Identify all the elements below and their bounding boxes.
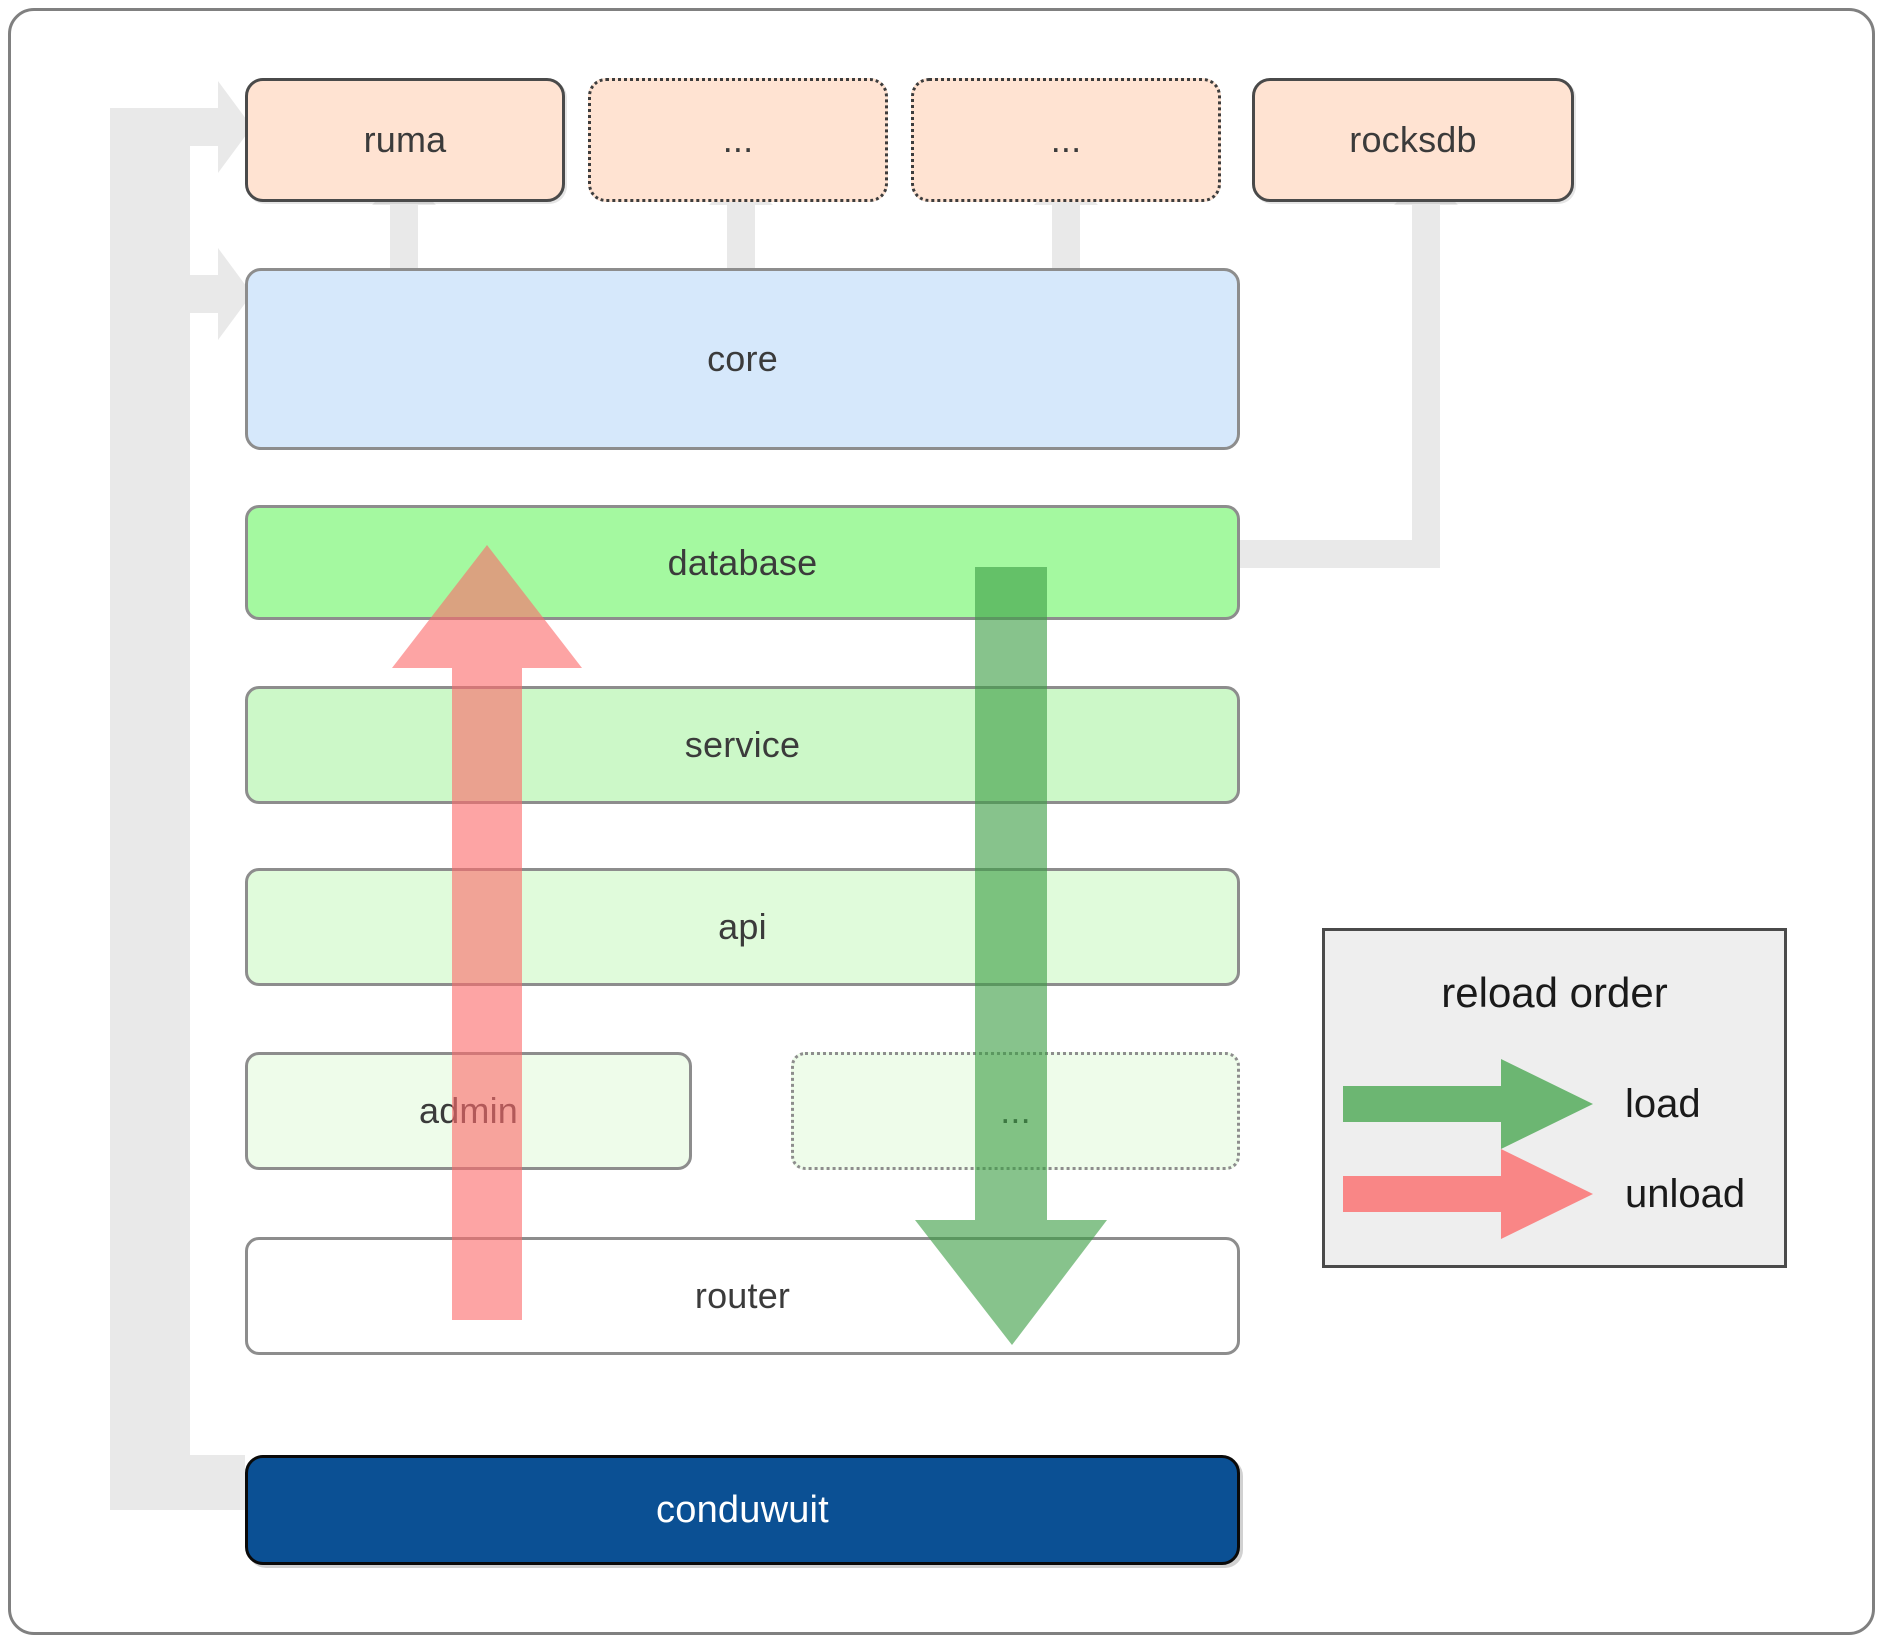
layer-box-admin[interactable]: admin (245, 1052, 692, 1170)
layer-label-service: service (684, 724, 801, 765)
layer-label-router: router (694, 1275, 791, 1316)
dependency-label-ruma: ruma (363, 119, 447, 160)
application-box-conduwuit[interactable]: conduwuit (245, 1455, 1240, 1565)
legend-row-unload: unload (1325, 1149, 1784, 1239)
layer-label-core: core (707, 338, 778, 379)
dependency-label-ellipsis-1: ... (722, 119, 754, 160)
legend-panel: reload order load unload (1322, 928, 1787, 1268)
layer-box-service[interactable]: service (245, 686, 1240, 804)
layer-box-ellipsis[interactable]: ... (791, 1052, 1240, 1170)
diagram-frame (8, 8, 1875, 1635)
legend-row-load: load (1325, 1059, 1784, 1149)
dependency-box-ellipsis-2[interactable]: ... (911, 78, 1221, 202)
layer-box-core[interactable]: core (245, 268, 1240, 450)
legend-title: reload order (1441, 969, 1668, 1016)
dependency-label-ellipsis-2: ... (1050, 119, 1082, 160)
layer-label-database: database (667, 541, 818, 583)
dependency-box-ellipsis-1[interactable]: ... (588, 78, 888, 202)
dependency-box-ruma[interactable]: ruma (245, 78, 565, 202)
legend-label-unload: unload (1625, 1172, 1746, 1216)
legend-arrow-unload-icon (1343, 1149, 1593, 1239)
layer-box-api[interactable]: api (245, 868, 1240, 986)
layer-box-router[interactable]: router (245, 1237, 1240, 1355)
layer-label-ellipsis: ... (1000, 1090, 1031, 1131)
layer-label-admin: admin (418, 1090, 519, 1131)
dependency-label-rocksdb: rocksdb (1349, 119, 1477, 160)
legend-arrow-load-icon (1343, 1059, 1593, 1149)
legend-label-load: load (1625, 1082, 1701, 1126)
layer-box-database[interactable]: database (245, 505, 1240, 620)
layer-label-api: api (718, 906, 767, 947)
dependency-box-rocksdb[interactable]: rocksdb (1252, 78, 1574, 202)
application-label-conduwuit: conduwuit (656, 1488, 829, 1531)
